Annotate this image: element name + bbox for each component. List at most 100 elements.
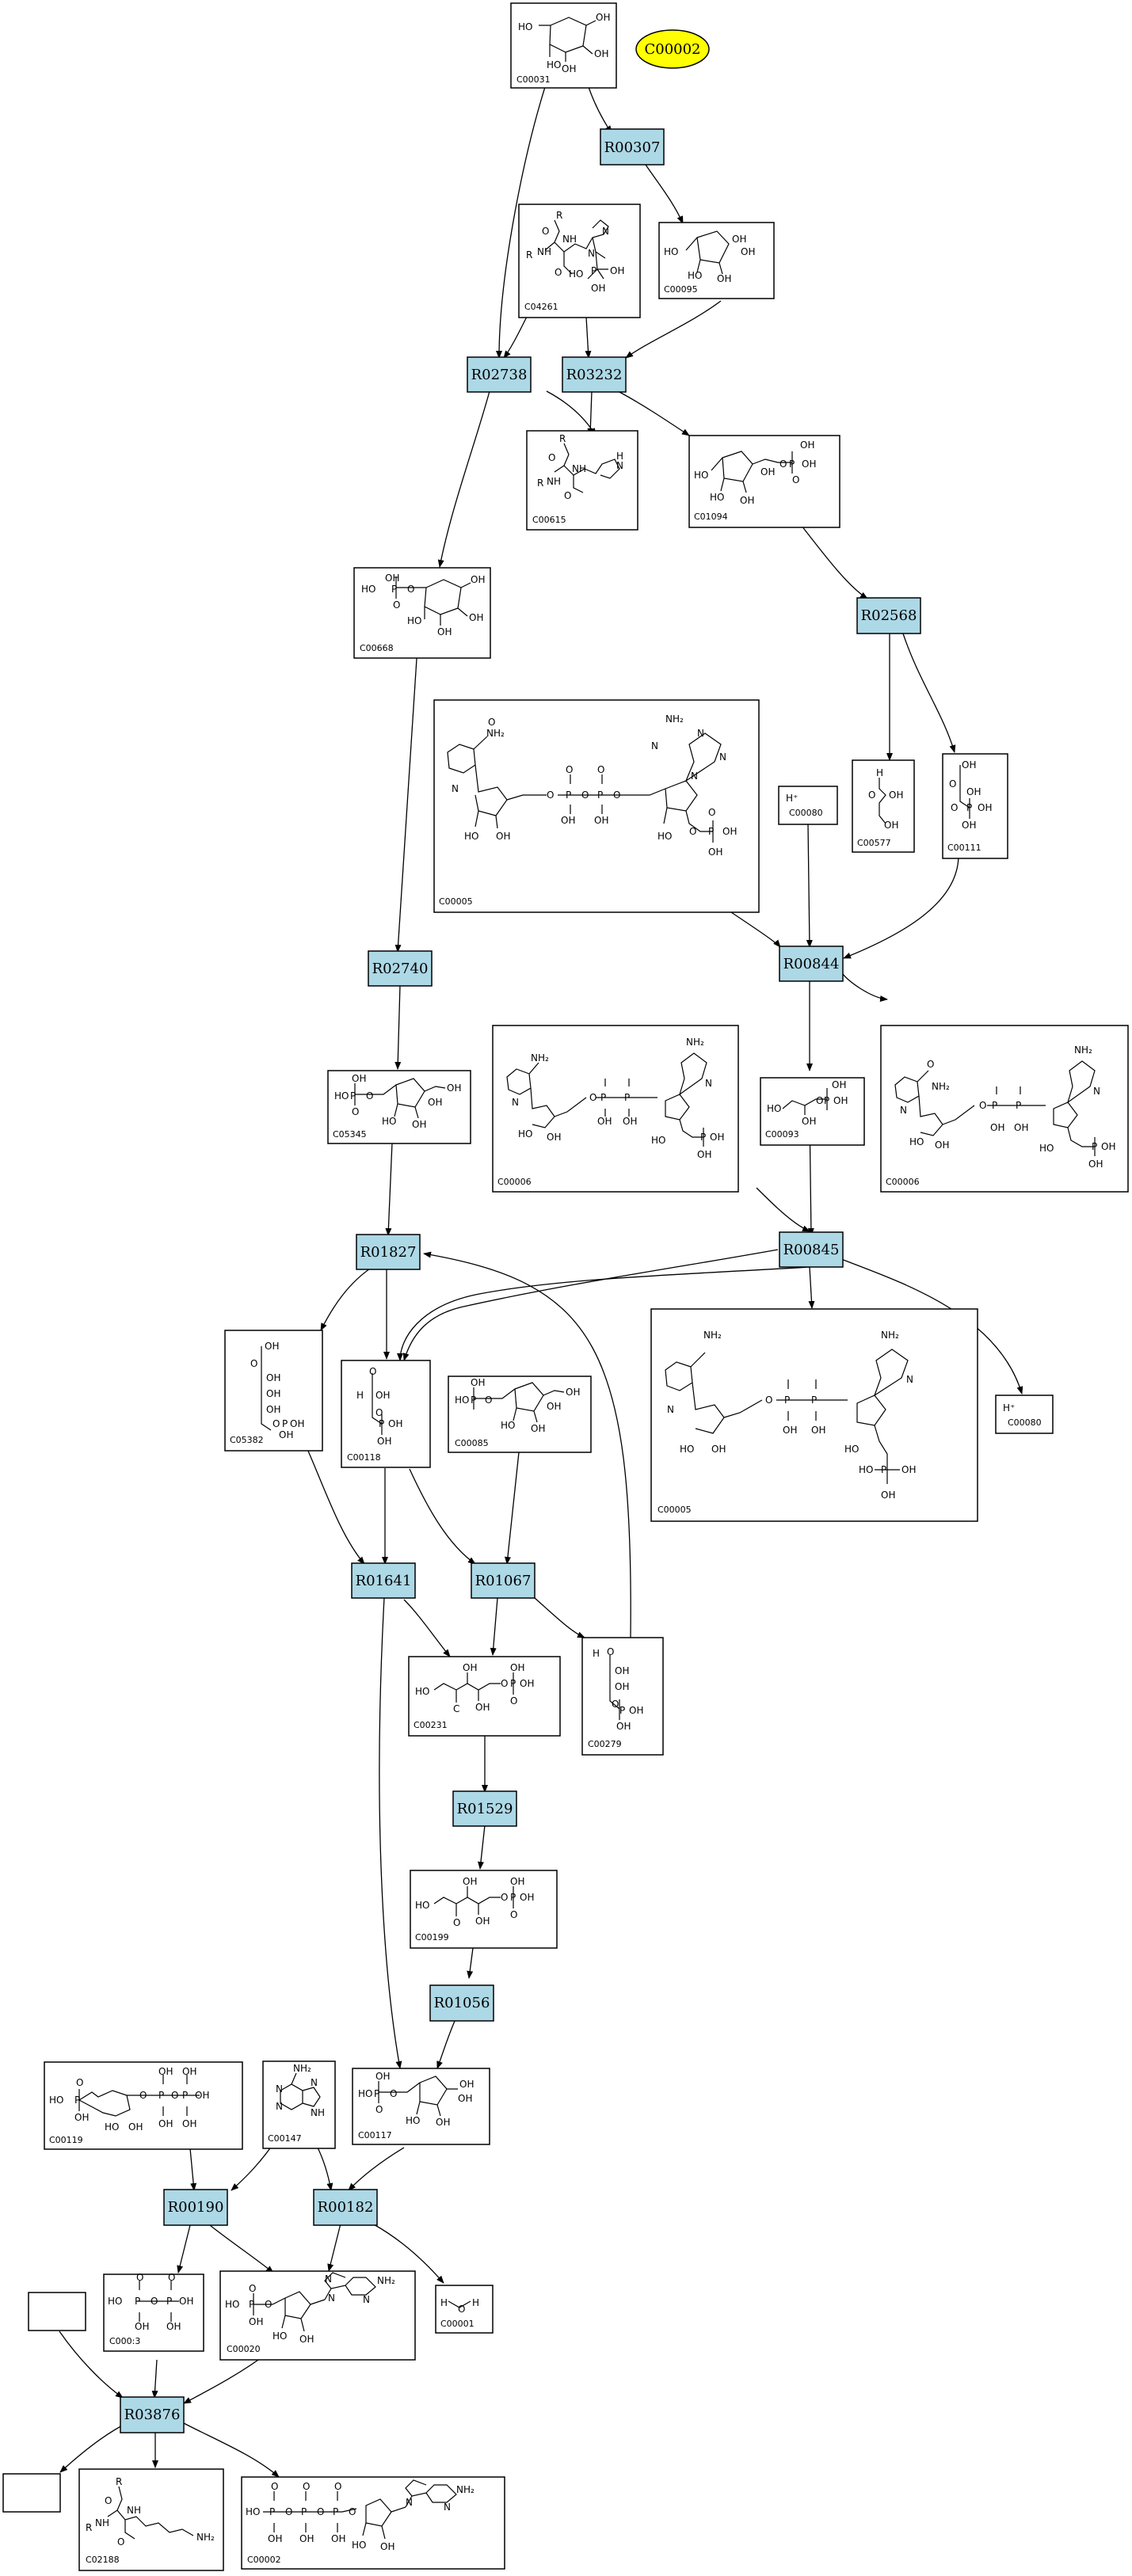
reaction-label: R01827 [360, 1244, 417, 1261]
atom-label: OH [562, 63, 576, 74]
compound-label: C000:3 [109, 2336, 140, 2346]
atom-label: HO [547, 59, 561, 70]
compound-C02188[interactable]: R O NH R NH O NH₂ C02188 [78, 2468, 224, 2571]
structure-ribulose-phosphate [433, 1886, 514, 1916]
atom-label: N [311, 2077, 318, 2088]
atom-label: OH [802, 459, 816, 470]
reaction-R01641[interactable]: R01641 [351, 1562, 416, 1599]
atom-label: NH₂ [196, 2532, 215, 2543]
reaction-label: R00182 [318, 2199, 374, 2216]
compound-C00080-bottom[interactable]: H⁺ C00080 [995, 1395, 1054, 1434]
reaction-R00182[interactable]: R00182 [313, 2189, 378, 2226]
compound-C00668[interactable]: OH HO P O O OH OH HO OH C00668 [353, 567, 491, 659]
compound-C00080-top[interactable]: H⁺ C00080 [778, 786, 838, 825]
compound-label: C00006 [886, 1177, 920, 1187]
compound-C00231[interactable]: HO C OH OH O P OH OH O C00231 [408, 1656, 561, 1737]
compound-C05345[interactable]: HO P O OH O OH OH HO OH C05345 [327, 1070, 471, 1144]
compound-C05382[interactable]: OH O OH OH OH O P OH OH C05382 [224, 1330, 323, 1452]
compound-C00031[interactable]: HO OH OH HO OH C00031 [510, 2, 617, 89]
atom-label: OH [615, 1681, 629, 1692]
compound-C00615[interactable]: R O NH R NH O H N C00615 [526, 430, 638, 531]
atom-label: P [510, 1892, 516, 1903]
atom-label: P [824, 1095, 829, 1106]
reaction-R00844[interactable]: R00844 [779, 946, 844, 982]
compound-C00199[interactable]: HO O OH OH O P OH OH O C00199 [410, 1870, 558, 1949]
compound-C00117[interactable]: HO P O OH O OH OH HO OH C00117 [352, 2068, 490, 2145]
compound-C00279[interactable]: H O OH OH O P OH OH C00279 [581, 1637, 664, 1756]
compound-C00013[interactable]: HO P O P OH O O OH OH C000:3 [103, 2272, 204, 2352]
structure-fructose-phosphate [711, 451, 793, 493]
atom-label: O [708, 807, 715, 818]
atom-label: OH [884, 820, 898, 831]
structure-ribose-phosphate [378, 2076, 458, 2117]
compound-C00005-top[interactable]: O NH₂ N HO OH O P O P O O O OH OH NH₂ N … [433, 699, 760, 913]
compound-C00093[interactable]: HO OH O P OH OH C00093 [760, 1077, 865, 1146]
compound-C00006-right[interactable]: O NH₂ N HO OH O P P OH OH NH₂ N HO P OH … [880, 1025, 1129, 1193]
atom-label: P [166, 2296, 172, 2307]
atom-label: O [250, 1358, 257, 1369]
structure-prpp [78, 2075, 200, 2117]
compound-C00095[interactable]: HO OH OH HO OH C00095 [658, 222, 775, 299]
reaction-R02738[interactable]: R02738 [467, 356, 532, 393]
compound-C00005-bottom[interactable]: NH₂ N HO OH O P P OH OH NH₂ N HO P HO OH… [650, 1308, 978, 1522]
atom-label: OH [469, 612, 483, 623]
compound-C00001[interactable]: H O H C00001 [435, 2285, 494, 2334]
compound-C00118[interactable]: O H OH O P OH OH C00118 [341, 1360, 431, 1468]
atom-label: O [589, 1092, 596, 1103]
atom-label: O [139, 2090, 147, 2101]
reaction-R01827[interactable]: R01827 [356, 1234, 421, 1270]
atom-label: NH₂ [686, 1037, 704, 1048]
compound-C00119[interactable]: HO P O OH O P O P OH OH OH OH OH HO OH C… [44, 2061, 243, 2150]
reaction-R03876[interactable]: R03876 [120, 2396, 185, 2433]
atom-label: O [949, 778, 956, 790]
atom-label: OH [437, 626, 452, 637]
compound-C00002-highlight[interactable]: C00002 [635, 29, 710, 69]
compound-label: C00147 [268, 2133, 302, 2144]
atom-label: N [705, 1078, 712, 1089]
atom-label: P [1092, 1141, 1097, 1152]
edge [839, 969, 888, 1003]
reaction-R00845[interactable]: R00845 [779, 1231, 844, 1268]
compound-C00006-left[interactable]: NH₂ N HO OH O P P OH OH NH₂ N HO P OH OH… [492, 1025, 739, 1193]
reaction-R00190[interactable]: R00190 [163, 2189, 228, 2226]
compound-C01094[interactable]: HO OH O P OH OH O HO OH C01094 [688, 435, 840, 528]
edge [423, 1251, 631, 1638]
atom-label: HO [49, 2095, 63, 2106]
compound-label: C00006 [497, 1177, 532, 1187]
edge [546, 390, 596, 436]
reaction-R01056[interactable]: R01056 [429, 1984, 494, 2022]
structure-nadph [665, 1349, 909, 1484]
atom-label: O [171, 2090, 178, 2101]
atom-label: P [1016, 1100, 1021, 1111]
reaction-R02740[interactable]: R02740 [368, 950, 433, 987]
compound-C00147[interactable]: NH₂ N N N NH C00147 [262, 2060, 336, 2149]
atom-label: OH [436, 2117, 450, 2128]
compound-C00111[interactable]: OH O OH O P OH OH C00111 [942, 753, 1008, 859]
reaction-R03232[interactable]: R03232 [562, 356, 627, 393]
atom-label: O [303, 2481, 310, 2492]
edge [496, 86, 546, 359]
compound-label: C00005 [657, 1505, 692, 1515]
atom-label: OH [531, 1423, 545, 1434]
compound-C00085[interactable]: HO P O OH OH OH HO OH C00085 [448, 1376, 592, 1453]
reaction-R00307[interactable]: R00307 [600, 128, 665, 166]
atom-label: OH [158, 2066, 173, 2077]
compound-label: C00119 [49, 2135, 83, 2145]
atom-label: O [366, 1090, 373, 1102]
compound-C00577[interactable]: H O OH OH C00577 [852, 759, 915, 853]
compound-empty-bottom[interactable] [2, 2473, 61, 2513]
atom-label: N [616, 460, 623, 471]
atom-label: P [700, 1132, 706, 1143]
atom-label: N [602, 226, 609, 237]
compound-C00020[interactable]: HO P O O OH NH₂ N N N HO OH C00020 [219, 2270, 416, 2361]
compound-C04261[interactable]: R O NH R NH O N N P HO OH OH C04261 [518, 204, 641, 318]
atom-label: NH [562, 234, 577, 245]
compound-empty-left[interactable] [28, 2292, 86, 2331]
reaction-R01067[interactable]: R01067 [471, 1562, 536, 1599]
compound-C00002[interactable]: HO P O P O P O O O O OH OH OH NH₂ N N HO… [241, 2476, 505, 2570]
reaction-R01529[interactable]: R01529 [452, 1790, 517, 1827]
reaction-R02568[interactable]: R02568 [856, 597, 921, 634]
atom-label: O [458, 2304, 465, 2315]
